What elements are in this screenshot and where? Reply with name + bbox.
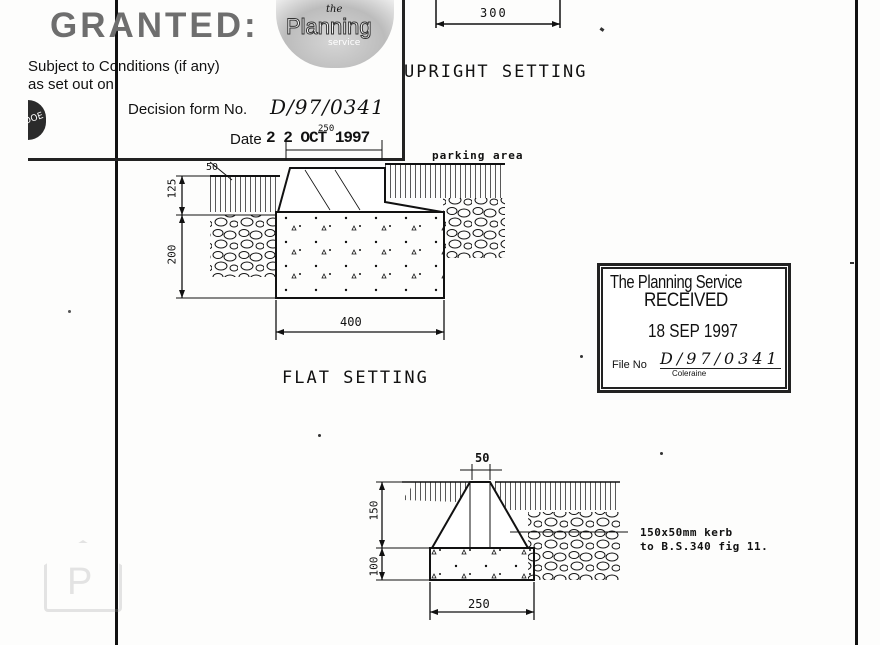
scan-speck	[599, 27, 605, 32]
received-date: 18 SEP 1997	[648, 321, 738, 341]
dim-300-label: 300	[480, 6, 508, 20]
dim-250-label: 250	[468, 597, 490, 611]
parking-area-label: parking area	[432, 149, 524, 162]
kerb-detail-drawing	[376, 464, 628, 620]
frame-line-right	[855, 0, 858, 645]
doe-badge: DOE	[28, 100, 46, 140]
received-line1: The Planning Service	[610, 272, 743, 292]
logo-word-service: service	[328, 38, 361, 48]
file-no-value: D/97/0341	[660, 349, 781, 369]
scan-speck	[318, 434, 321, 437]
dim-250-small-label: 250	[318, 124, 335, 134]
decision-form-number: D/97/0341	[270, 95, 385, 119]
dim-50-small-label: 50	[206, 162, 219, 173]
scan-speck	[850, 262, 854, 264]
watermark-letter: P	[67, 561, 93, 603]
frame-line-left	[115, 0, 118, 645]
file-office: Coleraine	[672, 369, 707, 378]
dim-125-label: 125	[165, 178, 179, 199]
granted-line2: as set out on	[28, 76, 114, 93]
scan-speck	[68, 310, 71, 313]
granted-heading: GRANTED:	[50, 6, 259, 45]
logo-word-planning: Planning	[286, 14, 373, 40]
upright-setting-drawing	[176, 140, 505, 340]
scan-speck	[660, 452, 663, 455]
date-label: Date	[230, 131, 262, 148]
watermark-logo: P	[44, 540, 122, 612]
granted-line1: Subject to Conditions (if any)	[28, 58, 220, 75]
scan-speck	[580, 355, 583, 358]
label-flat-setting: FLAT SETTING	[282, 368, 429, 388]
decision-form-label: Decision form No.	[128, 101, 248, 118]
date-value: 2 2 OCT 1997	[266, 129, 370, 147]
dim-400-label: 400	[340, 315, 362, 329]
granted-stamp: GRANTED: Subject to Conditions (if any) …	[28, 0, 405, 161]
doe-badge-text: DOE	[28, 110, 45, 128]
dimension-300	[435, 0, 561, 28]
dim-100-label: 100	[367, 556, 381, 577]
planning-service-logo: the Planning service	[276, 0, 394, 68]
dim-150-label: 150	[367, 500, 381, 521]
label-upright-setting: UPRIGHT SETTING	[404, 62, 588, 82]
dim-200-label: 200	[165, 244, 179, 265]
received-line2: RECEIVED	[644, 290, 728, 311]
dim-50-label: 50	[475, 451, 490, 465]
file-no-label: File No	[612, 359, 647, 371]
received-stamp: The Planning Service RECEIVED 18 SEP 199…	[597, 263, 791, 393]
kerb-note-line2: to B.S.340 fig 11.	[640, 540, 769, 553]
kerb-note-line1: 150x50mm kerb	[640, 526, 733, 539]
logo-word-the: the	[326, 4, 343, 15]
